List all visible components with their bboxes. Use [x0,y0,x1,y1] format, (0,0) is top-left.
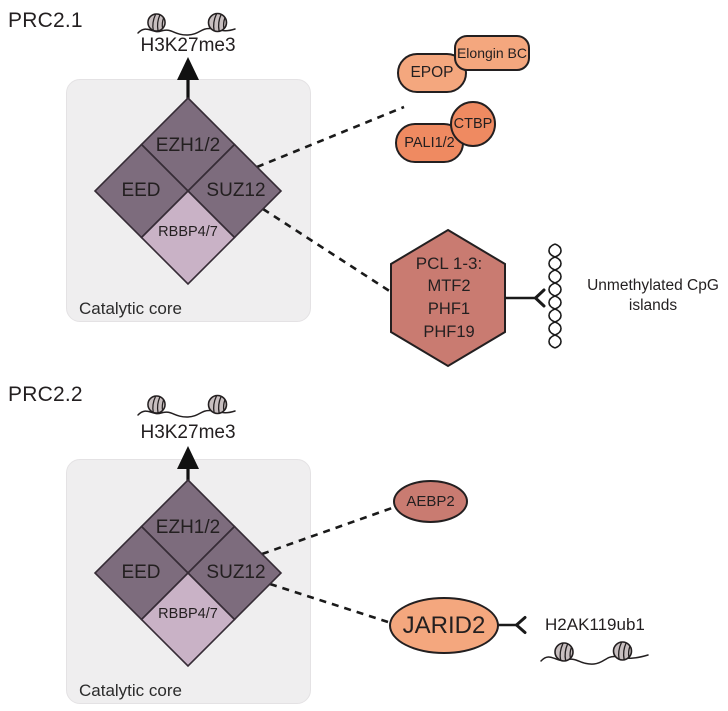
elongin-bc-pill: Elongin BC [454,35,530,71]
nucleosome-pair-icon [540,641,649,665]
pali-label: PALI1/2 [404,135,455,151]
suz12-label: SUZ12 [206,562,266,583]
eed-label: EED [121,562,161,583]
nucleosome-pair-icon [137,394,236,418]
jarid2-label: JARID2 [402,611,486,639]
elongin-bc-label: Elongin BC [456,45,528,61]
nucleosome-pair-icon [137,12,236,36]
dna-helix-icon [548,243,562,349]
dashed-link-suz12-pcl-module [262,207,392,294]
suz12-label: SUZ12 [206,180,266,201]
section-title-prc21: PRC2.1 [8,9,83,32]
h2ak119ub1-label: H2AK119ub1 [545,615,645,634]
ctbp-circle: CTBP [450,101,496,147]
rbbp47-label: RBBP4/7 [158,606,218,622]
pcl-hexagon [390,228,506,368]
ezh12-label: EZH1/2 [155,135,221,156]
histone-mark-label: H3K27me3 [140,422,236,443]
core-diamond-prc22 [93,478,283,668]
pcl-group-label: PCL 1-3: MTF2 PHF1 PHF19 [389,252,509,344]
subunit-rbbp47-diamond [140,571,236,668]
core-diamond-prc21 [93,96,283,286]
pcl-member-phf1: PHF1 [427,300,471,318]
eed-label: EED [121,180,161,201]
dashed-link-suz12-aebp2 [261,506,393,556]
up-arrow-icon [177,57,199,99]
aebp2-ellipse: AEBP2 [393,480,468,523]
histone-mark-label: H3K27me3 [140,35,236,56]
up-arrow-icon [177,446,199,483]
dashed-link-suz12-jarid2 [269,582,389,624]
binding-fork-icon [505,288,546,308]
pcl-header: PCL 1-3: [415,254,483,273]
dashed-link-suz12-epop-module [256,105,405,169]
epop-label: EPOP [410,64,454,81]
pcl-member-mtf2: MTF2 [427,277,471,295]
catalytic-core-label: Catalytic core [79,681,182,700]
rbbp47-label: RBBP4/7 [158,224,218,240]
subunit-rbbp47-diamond [140,189,236,286]
cpg-island-line1: Unmethylated CpG [587,277,719,294]
ctbp-label: CTBP [453,116,493,132]
section-title-prc22: PRC2.2 [8,383,83,406]
cpg-island-label: Unmethylated CpG islands [578,276,728,316]
binding-fork-icon [497,616,527,634]
jarid2-ellipse: JARID2 [389,597,499,654]
cpg-island-line2: islands [628,297,678,314]
catalytic-core-label: Catalytic core [79,299,182,318]
ezh12-label: EZH1/2 [155,517,221,538]
aebp2-label: AEBP2 [406,493,455,510]
pcl-member-phf19: PHF19 [423,323,475,341]
